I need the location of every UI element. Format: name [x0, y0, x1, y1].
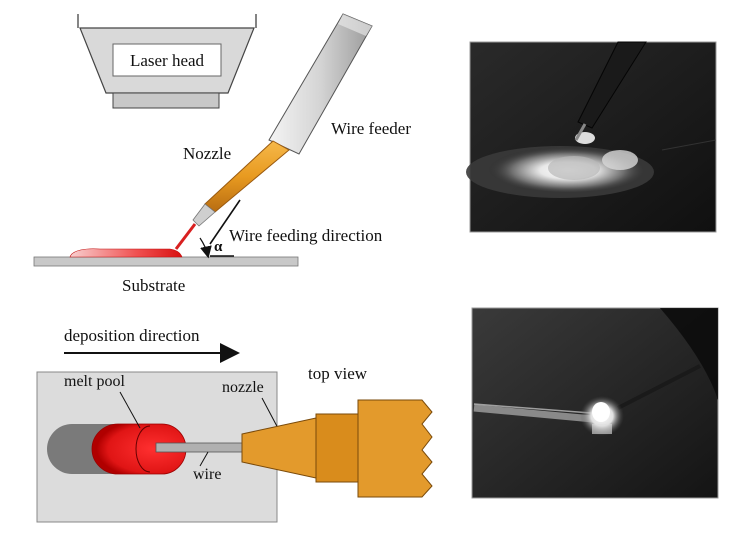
- nozzle-side: Nozzle: [183, 140, 290, 227]
- deposition-direction-label: deposition direction: [64, 326, 200, 345]
- wire-label: wire: [193, 466, 221, 483]
- nozzle-label: Nozzle: [183, 144, 231, 163]
- nozzle-top-label: nozzle: [222, 379, 264, 396]
- wire-leader: [199, 451, 209, 467]
- angle-arc: [199, 237, 212, 259]
- melt-pool-leader: [119, 391, 141, 429]
- top-view-photo: [471, 307, 719, 499]
- deposit-bead: [69, 248, 183, 258]
- top-view-diagram: deposition direction melt pool nozzle wi…: [36, 326, 433, 523]
- substrate-label: Substrate: [122, 276, 185, 295]
- melt-pool-edge: [135, 425, 151, 473]
- wire-feeding-direction-indicator: α Wire feeding direction: [199, 199, 383, 259]
- wire-tip: [174, 223, 197, 250]
- top-view-label: top view: [308, 364, 368, 383]
- side-view-photo: [466, 41, 717, 233]
- wire-top: [155, 442, 243, 453]
- wire-feeder-label: Wire feeder: [331, 119, 411, 138]
- melt-pool-label: melt pool: [64, 373, 125, 390]
- substrate: [33, 256, 299, 267]
- melt-pool-top: [91, 423, 187, 475]
- wire-feeding-direction-label: Wire feeding direction: [229, 226, 383, 245]
- feeding-direction-line: [209, 199, 241, 245]
- laser-head: Laser head: [77, 14, 257, 109]
- laser-head-label: Laser head: [130, 51, 205, 70]
- nozzle-top: [241, 399, 433, 498]
- angle-alpha-symbol: α: [214, 239, 223, 255]
- wire-feeder: Wire feeder: [268, 13, 411, 155]
- side-view-diagram: Laser head Wire feeder Nozzle Substrate …: [33, 13, 411, 295]
